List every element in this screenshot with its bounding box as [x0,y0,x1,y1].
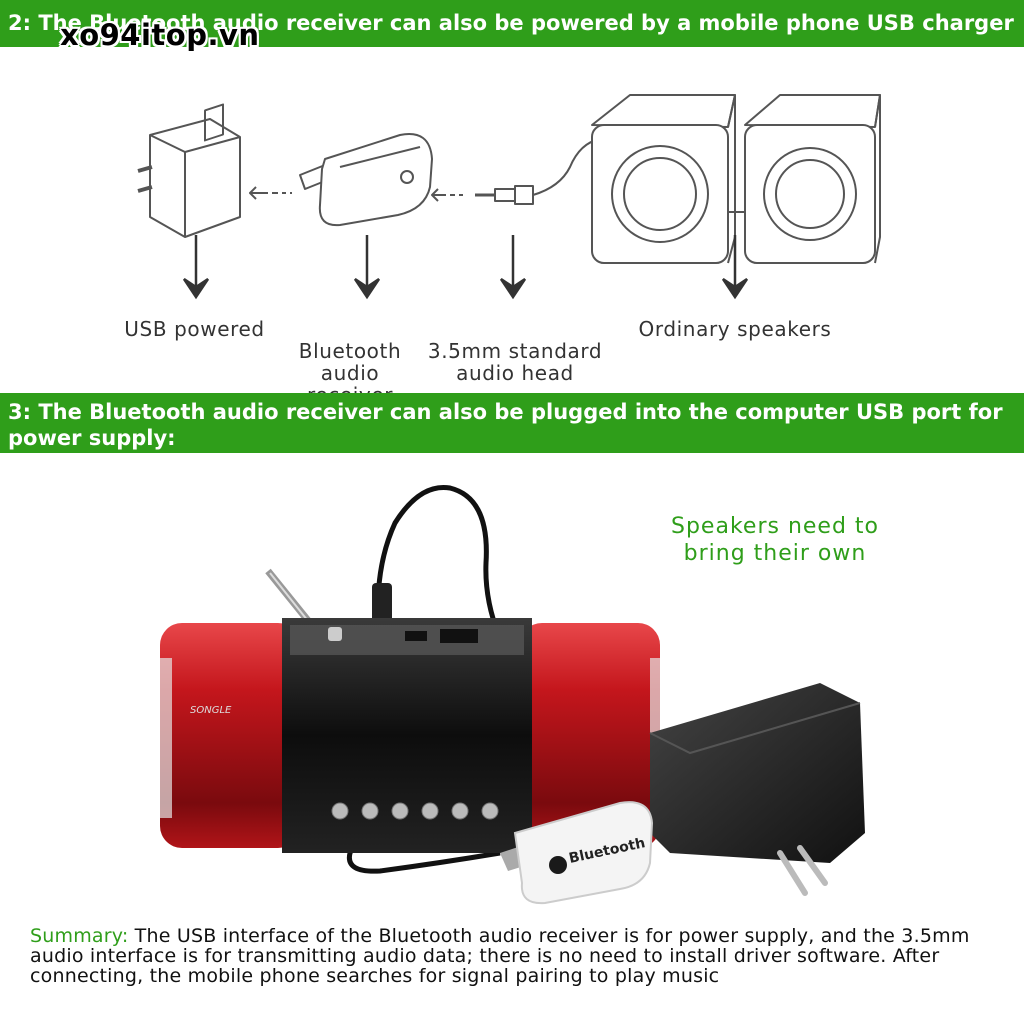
bluetooth-icon [549,856,567,874]
watermark: xo94itop.vn [60,18,260,52]
arrow-down-icon [721,235,749,300]
section-2-heading: 2: The Bluetooth audio receiver can also… [8,11,1014,35]
audio-jack-icon [475,138,601,205]
label-audio-head: 3.5mm standard audio head [420,318,610,384]
control-button [451,802,469,820]
label-usb-powered: USB powered [112,318,277,340]
product-photo: SONGLE Bluetooth [160,484,865,905]
arrow-down-icon [499,235,527,300]
summary-text: The USB interface of the Bluetooth audio… [30,925,970,987]
usb-charger-icon [137,103,241,238]
control-button [481,802,499,820]
section-3-heading: 3: The Bluetooth audio receiver can also… [8,400,1003,450]
summary-label: Summary: [30,925,129,947]
arrow-left-icon [249,186,292,200]
antenna [265,568,313,626]
section-3-banner: 3: The Bluetooth audio receiver can also… [0,393,1024,453]
summary: Summary: The USB interface of the Blueto… [30,926,1005,986]
bluetooth-dongle: Bluetooth [500,801,654,905]
arrow-left-icon [431,188,463,202]
label-speakers: Ordinary speakers [625,318,845,340]
svg-text:SONGLE: SONGLE [190,705,232,716]
power-adapter [649,683,865,896]
label-text: 3.5mm standard audio head [427,339,603,385]
label-text: USB powered [124,317,265,341]
speaker-note: Speakers need to bring their own [671,514,879,566]
arrow-down-icon [353,235,381,300]
bluetooth-receiver-icon [299,133,433,227]
control-button [361,802,379,820]
label-text: Ordinary speakers [638,317,832,341]
control-button [421,802,439,820]
section-2-banner: 2: The Bluetooth audio receiver can also… [0,0,1024,47]
speakers-icon [591,94,881,264]
control-button [391,802,409,820]
connection-diagram [137,94,881,300]
arrow-down-icon [182,235,210,300]
control-button [331,802,349,820]
